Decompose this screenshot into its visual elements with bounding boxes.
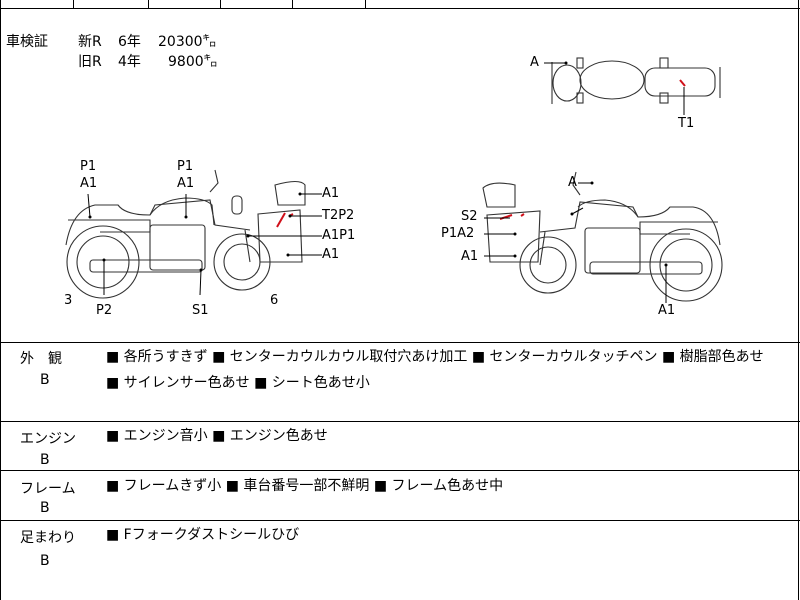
- top-view-bike: [551, 57, 721, 104]
- exterior-item-line-1: ■ 各所うすきず ■ センターカウルカウル取付穴あけ加工 ■ センターカウルタッ…: [106, 349, 764, 365]
- top-view-label-t1: T1: [678, 116, 695, 131]
- left-label-p1-b: P1: [177, 159, 194, 174]
- right-label-p1a2: P1A2: [441, 226, 475, 241]
- left-label-a1-c: A1: [322, 186, 340, 201]
- left-label-a1p1: A1P1: [322, 228, 356, 243]
- frame-item-line-1: ■ フレームきず小 ■ 車台番号一部不鮮明 ■ フレーム色あせ中: [106, 478, 504, 494]
- left-label-a1-a: A1: [80, 176, 98, 191]
- left-label-s1: S1: [192, 303, 209, 318]
- section-exterior-items: ■ 各所うすきず ■ センターカウルカウル取付穴あけ加工 ■ センターカウルタッ…: [106, 344, 786, 396]
- new-years: 6年: [118, 34, 141, 50]
- section-divider: [0, 421, 800, 422]
- section-divider: [0, 520, 800, 521]
- section-frame-grade: B: [40, 500, 50, 516]
- left-side-bike: [65, 169, 306, 299]
- section-divider: [0, 342, 800, 343]
- new-km: 20300㌔: [158, 34, 217, 50]
- section-suspension-grade: B: [40, 553, 50, 569]
- top-view-label-a: A: [530, 55, 539, 70]
- right-label-a1-a: A1: [461, 249, 479, 264]
- old-km: 9800㌔: [168, 54, 218, 70]
- left-label-6: 6: [270, 293, 279, 308]
- section-suspension-category: 足まわり: [20, 530, 76, 546]
- inspection-label: 車検証: [6, 34, 48, 50]
- section-divider: [0, 470, 800, 471]
- left-label-p2: P2: [96, 303, 113, 318]
- top-table-row: [0, 0, 800, 9]
- exterior-item-line-2: ■ サイレンサー色あせ ■ シート色あせ小: [106, 375, 370, 391]
- section-engine-grade: B: [40, 452, 50, 468]
- old-r-label: 旧R: [78, 54, 102, 70]
- section-frame-category: フレーム: [20, 481, 76, 497]
- new-r-label: 新R: [78, 34, 102, 50]
- right-side-bike: [482, 171, 723, 302]
- section-engine-category: エンジン: [20, 431, 76, 447]
- left-label-a1-d: A1: [322, 247, 340, 262]
- left-label-t2p2: T2P2: [322, 208, 355, 223]
- section-suspension-items: ■ Fフォークダストシールひび: [106, 522, 786, 548]
- right-label-s2: S2: [461, 209, 478, 224]
- section-exterior-category: 外 観: [20, 351, 62, 367]
- left-label-3: 3: [64, 293, 73, 308]
- left-label-p1-a: P1: [80, 159, 97, 174]
- section-engine-items: ■ エンジン音小 ■ エンジン色あせ: [106, 423, 786, 449]
- section-frame-items: ■ フレームきず小 ■ 車台番号一部不鮮明 ■ フレーム色あせ中: [106, 473, 786, 499]
- right-label-a: A: [568, 175, 577, 190]
- engine-item-line-1: ■ エンジン音小 ■ エンジン色あせ: [106, 428, 328, 444]
- left-label-a1-b: A1: [177, 176, 195, 191]
- right-label-a1-b: A1: [658, 303, 676, 318]
- old-years: 4年: [118, 54, 141, 70]
- suspension-item-line-1: ■ Fフォークダストシールひび: [106, 527, 300, 543]
- section-exterior-grade: B: [40, 372, 50, 388]
